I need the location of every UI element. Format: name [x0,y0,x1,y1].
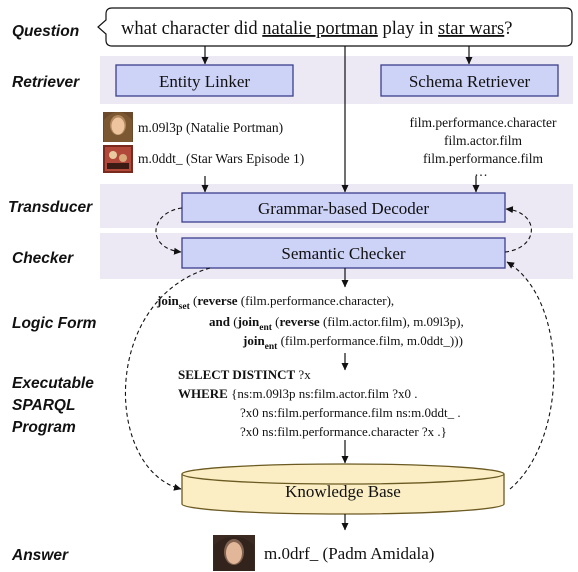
entity-linker-box [115,64,294,97]
semantic-checker-box [181,237,506,269]
logic-form-line-3: joinent (film.performance.film, m.0ddt_)… [242,333,463,352]
schema-item: film.performance.film [423,151,543,166]
question-text: what character did natalie portman play … [121,19,512,39]
answer-text: m.0drf_ (Padm Amidala) [264,544,434,563]
sparql-select-line: SELECT DISTINCT ?x [178,367,311,382]
dashed-loop-left-outer [124,267,211,491]
row-label-sparql-2: SPARQL [12,397,75,414]
question-entity-1: natalie portman [262,19,378,39]
semantic-checker-label: Semantic Checker [281,244,405,263]
row-label-logic-form: Logic Form [12,315,97,332]
row-label-checker: Checker [12,250,74,267]
question-bubble [97,7,573,47]
schema-retriever-box [380,64,559,97]
row-label-answer: Answer [11,547,69,564]
star-wars-poster [103,145,133,173]
row-label-sparql-1: Executable [12,375,94,392]
padme-amidala-photo [213,535,255,571]
dashed-loop-right-outer [506,261,555,490]
question-entity-2: star wars [438,19,504,39]
row-label-question: Question [12,23,79,40]
decoder-box [181,192,506,223]
entity-star-wars: m.0ddt_ (Star Wars Episode 1) [138,151,304,166]
schema-retriever-label: Schema Retriever [409,72,531,91]
logic-form-line-2: and (joinent (reverse (film.actor.film),… [209,314,464,333]
dashed-loop-left-inner [155,207,183,255]
dashed-loop-right-inner [504,206,532,253]
decoder-label: Grammar-based Decoder [258,199,429,218]
entity-natalie-portman: m.09l3p (Natalie Portman) [138,120,283,135]
sparql-line-2: ?x0 ns:film.performance.film ns:m.0ddt_ … [240,405,461,420]
knowledge-base-cylinder [181,463,505,515]
logic-form-line-1: joinset (reverse (film.performance.chara… [156,293,394,312]
row-label-transducer: Transducer [8,199,93,216]
sparql-where-line: WHERE {ns:m.09l3p ns:film.actor.film ?x0… [178,386,418,401]
schema-item-ellipsis: … [474,164,488,179]
schema-item: film.actor.film [444,133,522,148]
natalie-portman-photo [103,112,133,142]
schema-item: film.performance.character [410,115,557,130]
sparql-line-3: ?x0 ns:film.performance.character ?x .} [240,424,447,439]
knowledge-base-label: Knowledge Base [285,482,401,501]
row-label-sparql-3: Program [12,419,76,436]
entity-linker-label: Entity Linker [159,72,250,91]
row-label-retriever: Retriever [12,74,80,91]
